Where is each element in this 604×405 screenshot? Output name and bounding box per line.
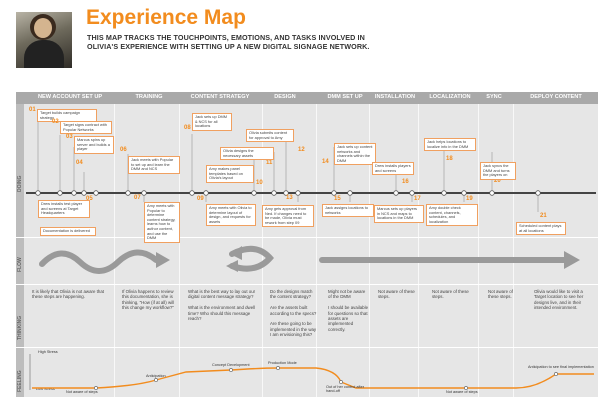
step-card: Amy double check content, channels, sche… <box>426 204 478 227</box>
step-number: 11 <box>266 160 273 166</box>
step-number: 20 <box>494 178 501 184</box>
stage-design: DESIGN <box>274 94 296 100</box>
step-card: Amy meets with Olivia to determine layou… <box>206 204 256 227</box>
stage-installation: INSTALLATION <box>374 94 416 100</box>
step-card: Marcus sets up players in NCS and maps t… <box>374 205 424 223</box>
thought-deploy: Olivia would like to visit a Target loca… <box>534 289 584 311</box>
thought-new-account: It is likely that Olivia is not aware th… <box>32 289 104 300</box>
step-card: Jack sets up DMM & NCS for all locations <box>192 113 232 131</box>
stage-dmm-setup: DMM SET UP <box>327 94 363 100</box>
step-number: 19 <box>466 196 473 202</box>
experience-map-board: NEW ACCOUNT SET UP TRAINING CONTENT STRA… <box>16 92 598 397</box>
thought-training: If Olivia happens to review this documen… <box>122 289 175 311</box>
thought-content-strategy: What is the best way to lay out our digi… <box>188 289 256 322</box>
step-card: Amy meets with Popular to determine cont… <box>144 202 180 243</box>
step-card: Olivia designs the necessary assets <box>220 147 274 161</box>
timeline <box>26 192 596 194</box>
stress-curve <box>29 354 594 390</box>
thought-installation: Not aware of these steps. <box>378 289 415 300</box>
step-number: 16 <box>402 179 409 185</box>
step-card: Amy gets approval from Ned. If changes n… <box>262 205 314 228</box>
lane-thinking <box>16 285 24 347</box>
step-card: Scheduled content plays at all locations <box>516 222 566 236</box>
stage-content-strategy: CONTENT STRATEGY <box>190 94 250 100</box>
thought-dmm-setup: Might not be aware of the DMM I should b… <box>328 289 369 332</box>
stage-sync: SYNC <box>486 94 502 100</box>
stage-deploy-content: DEPLOY CONTENT <box>530 94 582 100</box>
high-stress-label: High Stress <box>38 350 58 354</box>
stage-bar <box>16 92 598 104</box>
lane-flow <box>16 238 24 284</box>
step-number: 15 <box>334 196 341 202</box>
step-card: Jack helps locations to localize info in… <box>424 138 476 152</box>
stage-training: TRAINING <box>135 94 163 100</box>
thought-design: Do the designs match the content strateg… <box>270 289 317 338</box>
page-title: Experience Map <box>86 6 246 29</box>
step-card: Olivia submits content for approval to A… <box>246 129 294 143</box>
lane-doing <box>16 104 24 237</box>
step-number: 05 <box>86 196 93 202</box>
step-number: 01 <box>29 107 36 113</box>
step-card: Jack syncs the DMM and turns the players… <box>480 162 516 180</box>
feeling-annotation: Concept Development <box>212 363 250 367</box>
step-number: 08 <box>184 125 191 131</box>
step-card: Jack meets with Popular to set up and le… <box>128 156 180 174</box>
step-card: Jack assigns locations to networks <box>322 204 374 218</box>
step-number: 17 <box>414 196 421 202</box>
step-number: 03 <box>66 134 73 140</box>
low-stress-label: Low Stress <box>36 387 55 391</box>
stage-new-account: NEW ACCOUNT SET UP <box>38 94 103 100</box>
flow-arrows <box>39 245 580 274</box>
step-number: 21 <box>540 213 547 219</box>
step-card: Jack sets up content networks and channe… <box>334 143 376 166</box>
step-card: Marcus spins up server and builds a play… <box>74 136 114 154</box>
feeling-annotation: Production Mode <box>268 361 297 365</box>
step-number: 09 <box>197 196 204 202</box>
feeling-annotation: Anticipation <box>146 374 166 378</box>
persona-photo <box>16 12 72 68</box>
feeling-annotation: Anticipation to see final implementation <box>528 365 594 369</box>
feeling-annotation: Not aware of steps <box>446 390 478 394</box>
thought-localization: Not aware of these steps. <box>432 289 469 300</box>
step-number: 02 <box>52 119 59 125</box>
step-number: 12 <box>298 147 305 153</box>
step-number: 14 <box>322 159 329 165</box>
step-card: Amy makes panel templates based on Olivi… <box>206 165 254 183</box>
step-number: 04 <box>76 160 83 166</box>
page-subtitle: THIS MAP TRACKS THE TOUCHPOINTS, EMOTION… <box>87 33 370 51</box>
thought-sync: Not aware of these steps. <box>488 289 513 300</box>
step-number: 10 <box>256 180 263 186</box>
step-card: Target signs contract with Popular Netwo… <box>60 121 112 135</box>
stage-localization: LOCALIZATION <box>429 94 471 100</box>
step-card: Drew installs test player and screens at… <box>38 200 90 218</box>
lane-feeling <box>16 348 24 397</box>
step-number: 13 <box>286 195 293 201</box>
step-number: 18 <box>446 156 453 162</box>
step-number: 06 <box>120 147 127 153</box>
feeling-annotation: Out of her control after hand-off <box>326 385 364 394</box>
feeling-annotation: Not aware of steps <box>66 390 98 394</box>
step-card: Drew installs players and screens <box>372 162 414 176</box>
step-card: Documentation is delivered <box>40 227 96 236</box>
step-number: 07 <box>134 195 141 201</box>
